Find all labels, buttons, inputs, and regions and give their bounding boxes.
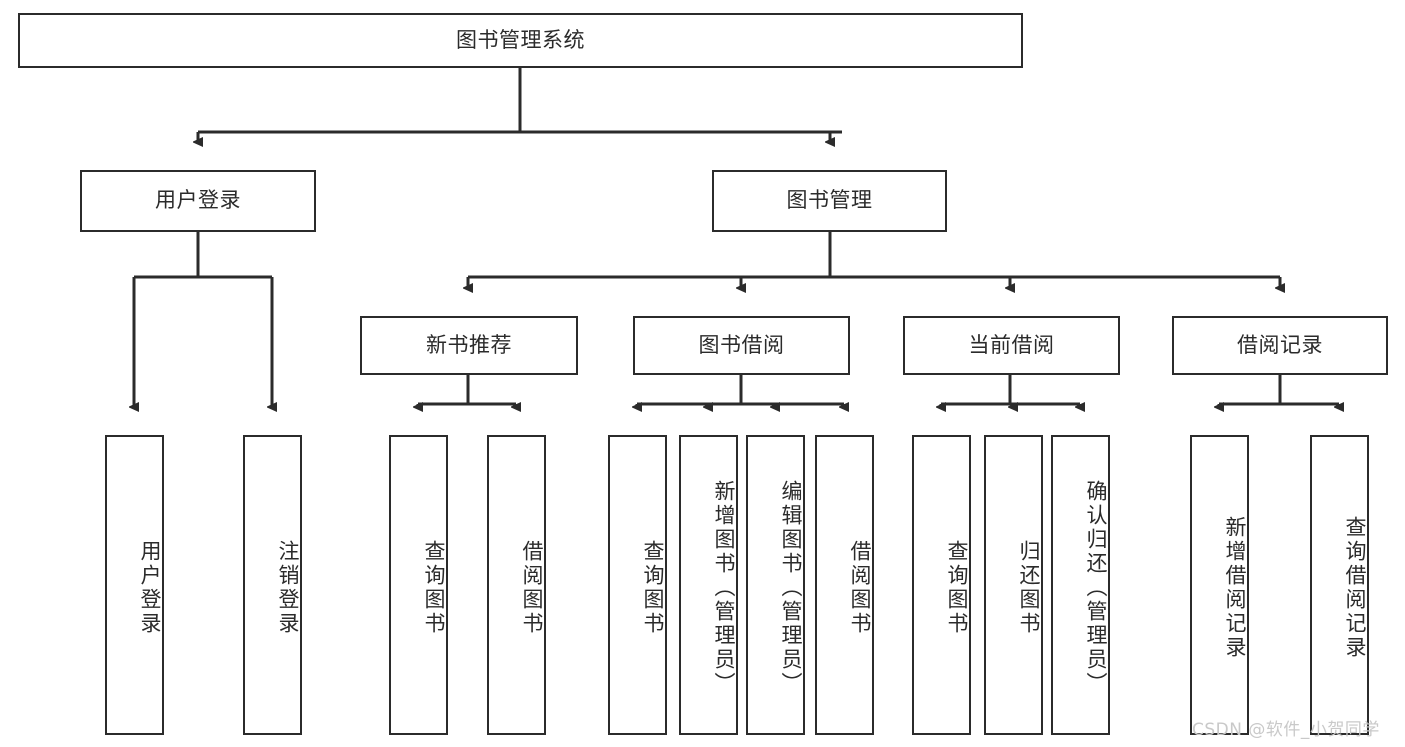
node-root[interactable]: 图书管理系统: [18, 13, 1023, 68]
node-leaf-edit-book-admin-label: 编辑图书（管理员）: [779, 480, 803, 696]
node-leaf-query-book-3-label: 查询图书: [945, 540, 969, 636]
csdn-watermark: CSDN @软件_小贺同学: [1192, 720, 1380, 740]
node-leaf-user-logout[interactable]: 注销登录: [243, 435, 302, 735]
node-leaf-query-borrow-record-label: 查询借阅记录: [1343, 516, 1367, 660]
node-book-manage[interactable]: 图书管理: [712, 170, 947, 232]
node-leaf-add-book-admin[interactable]: 新增图书（管理员）: [679, 435, 738, 735]
node-leaf-user-login[interactable]: 用户登录: [105, 435, 164, 735]
node-leaf-confirm-return-admin-label: 确认归还（管理员）: [1084, 480, 1108, 696]
node-leaf-return-book[interactable]: 归还图书: [984, 435, 1043, 735]
node-book-manage-label: 图书管理: [786, 188, 873, 213]
node-leaf-query-book-2[interactable]: 查询图书: [608, 435, 667, 735]
node-leaf-query-book-3[interactable]: 查询图书: [912, 435, 971, 735]
node-user-login[interactable]: 用户登录: [80, 170, 316, 232]
node-borrow-record-label: 借阅记录: [1237, 332, 1323, 357]
node-leaf-edit-book-admin[interactable]: 编辑图书（管理员）: [746, 435, 805, 735]
node-current-borrow-label: 当前借阅: [968, 332, 1055, 357]
node-leaf-borrow-book-1[interactable]: 借阅图书: [487, 435, 546, 735]
node-new-book-recommend-label: 新书推荐: [426, 332, 512, 357]
node-leaf-query-book-2-label: 查询图书: [641, 540, 665, 636]
node-book-borrow-label: 图书借阅: [698, 332, 785, 357]
node-borrow-record[interactable]: 借阅记录: [1172, 316, 1388, 375]
node-leaf-borrow-book-2-label: 借阅图书: [848, 540, 872, 636]
node-leaf-query-borrow-record[interactable]: 查询借阅记录: [1310, 435, 1369, 735]
node-leaf-borrow-book-1-label: 借阅图书: [520, 540, 544, 636]
node-leaf-user-login-label: 用户登录: [138, 540, 162, 636]
node-new-book-recommend[interactable]: 新书推荐: [360, 316, 578, 375]
node-leaf-confirm-return-admin[interactable]: 确认归还（管理员）: [1051, 435, 1110, 735]
node-leaf-add-book-admin-label: 新增图书（管理员）: [712, 480, 736, 696]
node-root-label: 图书管理系统: [456, 27, 585, 52]
node-leaf-return-book-label: 归还图书: [1017, 540, 1041, 636]
node-current-borrow[interactable]: 当前借阅: [903, 316, 1120, 375]
node-leaf-query-book-1[interactable]: 查询图书: [389, 435, 448, 735]
node-leaf-add-borrow-record-label: 新增借阅记录: [1223, 516, 1247, 660]
node-leaf-query-book-1-label: 查询图书: [422, 540, 446, 636]
node-book-borrow[interactable]: 图书借阅: [633, 316, 850, 375]
node-leaf-borrow-book-2[interactable]: 借阅图书: [815, 435, 874, 735]
node-user-login-label: 用户登录: [155, 188, 241, 213]
node-leaf-user-logout-label: 注销登录: [276, 540, 300, 636]
node-leaf-add-borrow-record[interactable]: 新增借阅记录: [1190, 435, 1249, 735]
